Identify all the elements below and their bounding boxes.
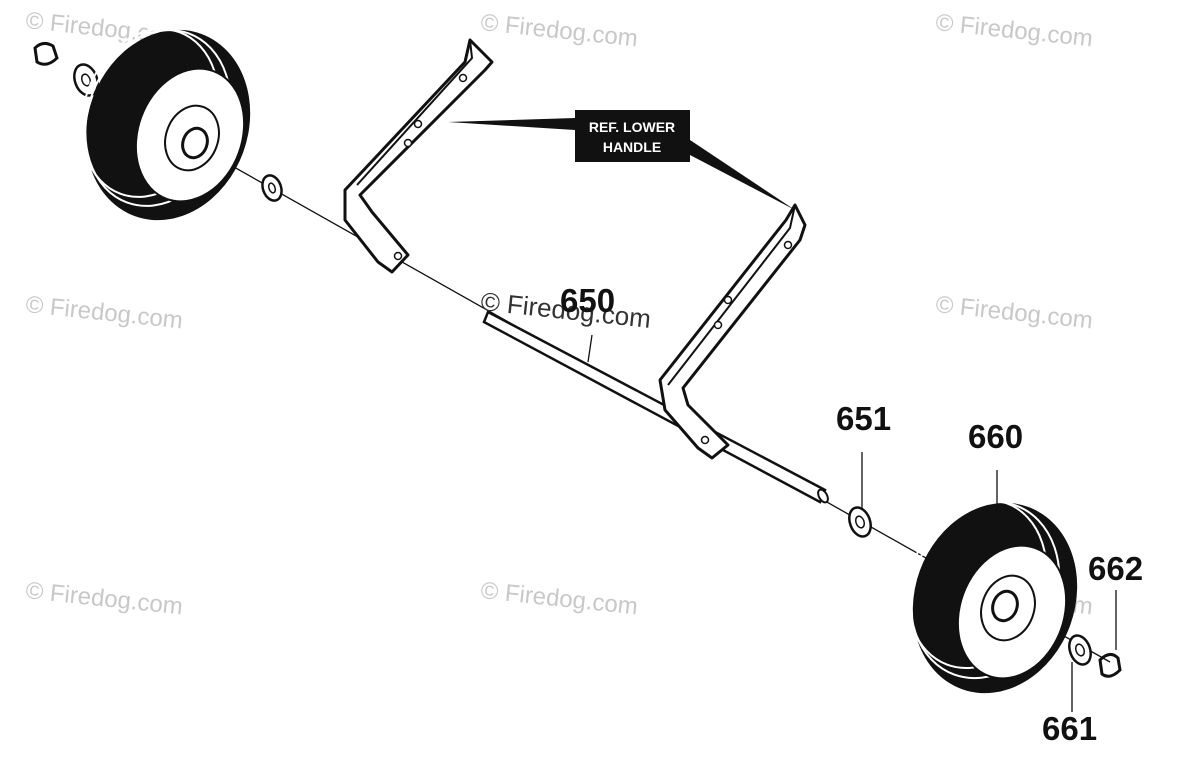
washer-661 bbox=[1068, 634, 1092, 666]
e-clip-662 bbox=[1098, 653, 1122, 678]
axle-tube bbox=[482, 310, 829, 504]
ref-lower-handle-callout: REF. LOWER HANDLE bbox=[448, 110, 795, 210]
lower-handle-right bbox=[658, 203, 807, 460]
part-number-651: 651 bbox=[836, 400, 891, 437]
watermark: © Firedog.com bbox=[479, 577, 639, 620]
callout-line-1: REF. LOWER bbox=[589, 119, 675, 135]
part-number-650: 650 bbox=[560, 282, 615, 319]
left-wheel bbox=[80, 28, 251, 221]
watermark: © Firedog.com bbox=[934, 9, 1094, 52]
left-e-clip bbox=[33, 41, 59, 66]
washer-651 bbox=[848, 506, 872, 538]
watermark: © Firedog.com bbox=[24, 577, 184, 620]
left-inner-washer bbox=[261, 174, 283, 202]
watermark: © Firedog.com bbox=[934, 291, 1094, 334]
right-wheel bbox=[906, 499, 1078, 694]
part-number-662: 662 bbox=[1088, 550, 1143, 587]
watermark: © Firedog.com bbox=[479, 9, 639, 52]
leader-650 bbox=[587, 334, 593, 363]
lower-handle-left bbox=[343, 38, 494, 274]
watermark: © Firedog.com bbox=[24, 291, 184, 334]
part-number-660: 660 bbox=[968, 418, 1023, 455]
callout-line-2: HANDLE bbox=[603, 139, 661, 155]
part-number-661: 661 bbox=[1042, 710, 1097, 747]
